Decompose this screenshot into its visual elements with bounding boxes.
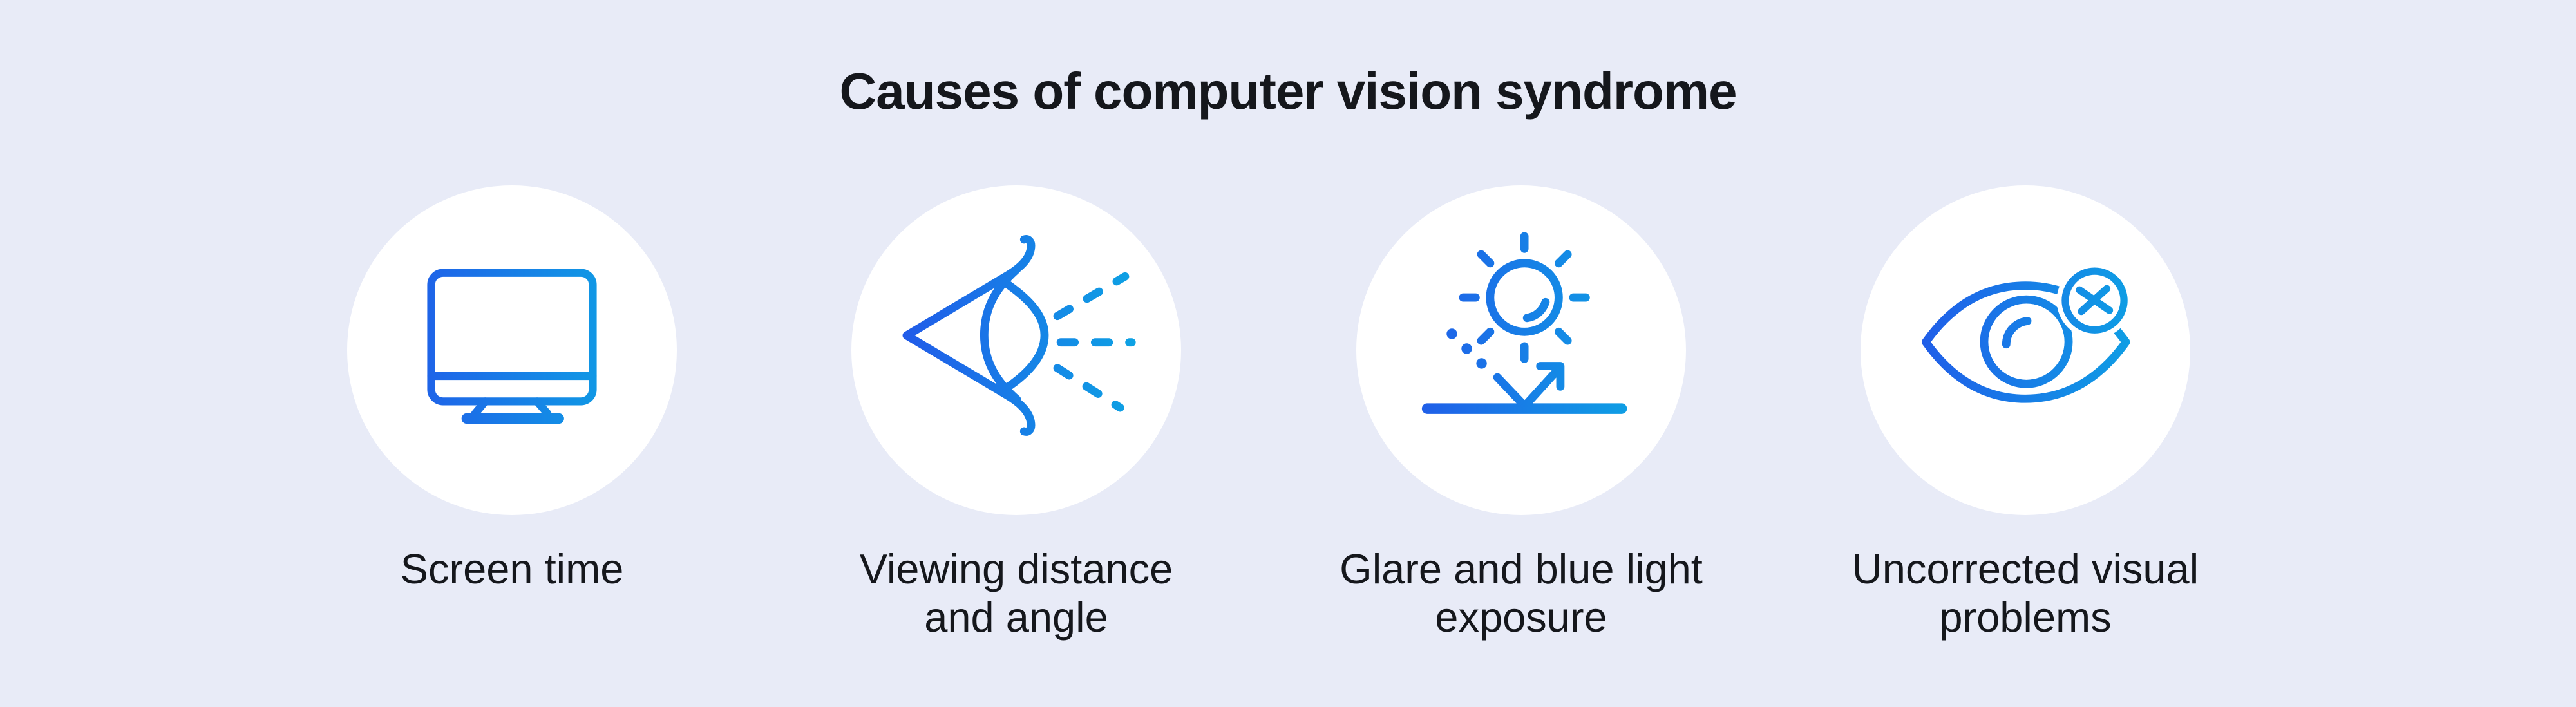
- icon-circle: [851, 185, 1181, 515]
- cause-item-viewing-distance: Viewing distance and angle: [791, 185, 1242, 641]
- eye-viewing-angle-icon: [902, 235, 1136, 436]
- icon-circle: [347, 185, 677, 515]
- monitor-icon: [427, 269, 597, 424]
- cause-item-uncorrected-vision: Uncorrected visual problems: [1800, 185, 2251, 641]
- icon-circle: [1861, 185, 2190, 515]
- sun-glare-reflection-icon: [1421, 232, 1627, 414]
- cause-label: Viewing distance and angle: [859, 545, 1173, 641]
- eye-error-icon: [1921, 262, 2133, 403]
- icon-circle: [1356, 185, 1686, 515]
- cause-label: Glare and blue light exposure: [1340, 545, 1703, 641]
- cause-label: Screen time: [400, 545, 624, 592]
- cause-item-glare: Glare and blue light exposure: [1296, 185, 1747, 641]
- cause-item-screen-time: Screen time: [287, 185, 737, 593]
- infographic-title: Causes of computer vision syndrome: [839, 62, 1737, 120]
- cause-label: Uncorrected visual problems: [1852, 545, 2199, 641]
